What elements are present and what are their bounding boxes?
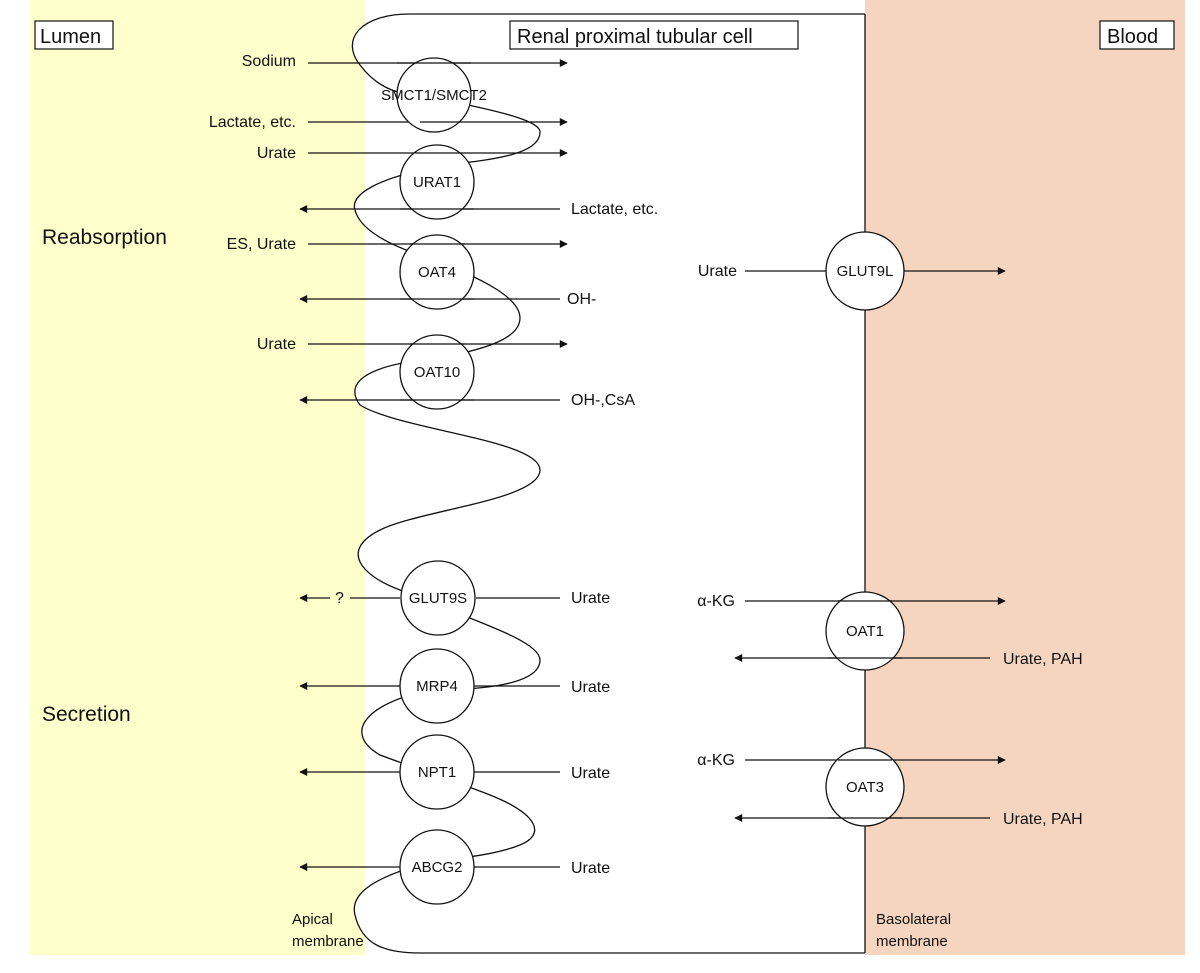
oat4-transporter <box>399 234 475 310</box>
secretion-label: Secretion <box>42 703 131 726</box>
urat1-transporter <box>399 144 475 220</box>
oat1-transporter <box>825 591 905 671</box>
urate-mrp4-label: Urate <box>571 679 610 696</box>
oh-csa-label: OH-,CsA <box>571 392 635 409</box>
mrp4-label: MRP4 <box>416 678 458 695</box>
urate-urat1-label: Urate <box>257 145 296 162</box>
urate-oat10-label: Urate <box>257 336 296 353</box>
oat3-transporter <box>825 747 905 827</box>
npt1-label: NPT1 <box>418 764 456 781</box>
urat1-label: URAT1 <box>413 174 461 191</box>
glut9s-label: GLUT9S <box>409 590 467 607</box>
abcg2-label: ABCG2 <box>412 859 463 876</box>
oat1-label: OAT1 <box>846 623 884 640</box>
lumen-label: Lumen <box>40 26 101 48</box>
akg-oat3-label: α-KG <box>697 752 735 769</box>
urate-npt1-label: Urate <box>571 765 610 782</box>
oat10-transporter <box>399 334 475 410</box>
apical-membrane <box>351 13 865 954</box>
oat10-label: OAT10 <box>414 364 460 381</box>
lumen-region <box>30 0 365 955</box>
urate-glut9s-label: Urate <box>571 590 610 607</box>
apical-membrane-label: Apical <box>292 911 333 928</box>
akg-oat1-label: α-KG <box>697 593 735 610</box>
lumen-label-box <box>34 20 114 50</box>
oh-oat4-label: OH- <box>567 291 596 308</box>
oat3-label: OAT3 <box>846 779 884 796</box>
basolateral-membrane-label: Basolateral <box>876 911 951 928</box>
cell-label-box <box>509 20 799 50</box>
blood-label: Blood <box>1107 26 1158 48</box>
npt1-transporter <box>399 734 475 810</box>
urate-glut9l-label: Urate <box>698 263 737 280</box>
mrp4-transporter <box>399 648 475 724</box>
blood-label-box <box>1099 20 1175 50</box>
oat4-label: OAT4 <box>418 264 456 281</box>
smct-transporter <box>396 57 472 133</box>
urate-pah-oat3-label: Urate, PAH <box>1003 811 1083 828</box>
es-urate-label: ES, Urate <box>227 236 296 253</box>
urate-pah-oat1-label: Urate, PAH <box>1003 651 1083 668</box>
cell-label: Renal proximal tubular cell <box>517 26 753 48</box>
abcg2-transporter <box>399 829 475 905</box>
cell-interior <box>352 14 865 953</box>
reabsorption-label: Reabsorption <box>42 226 167 249</box>
apical-membrane-label-2: membrane <box>292 933 364 950</box>
question-label: ? <box>335 590 344 607</box>
glut9l-transporter <box>825 231 905 311</box>
sodium-label: Sodium <box>242 53 296 70</box>
glut9s-transporter <box>400 560 476 636</box>
urate-abcg2-label: Urate <box>571 860 610 877</box>
blood-region <box>865 0 1185 955</box>
basolateral-membrane-label-2: membrane <box>876 933 948 950</box>
smct-label: SMCT1/SMCT2 <box>381 87 487 104</box>
lactate-in-label: Lactate, etc. <box>209 114 296 131</box>
lactate-out-label: Lactate, etc. <box>571 201 658 218</box>
glut9l-label: GLUT9L <box>837 263 894 280</box>
